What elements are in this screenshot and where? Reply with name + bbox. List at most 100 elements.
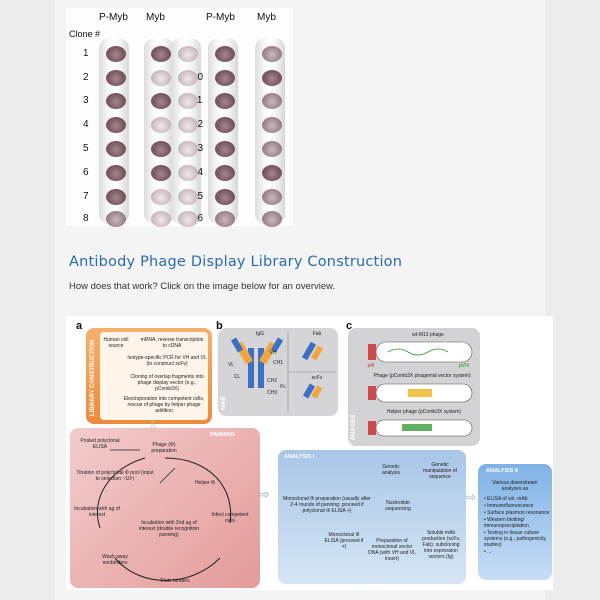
fc-label: Fc (280, 384, 286, 390)
phagemid-label: Phage (pComb3X phagemid vector system) (373, 373, 471, 379)
mab-box: MAB IgG Fab scFv VL CL VH CH1 CH2 CH3 Fc (218, 328, 338, 416)
genetic-analysis-text: Genetic analysis (381, 464, 401, 476)
clone-label: Clone # (69, 29, 101, 39)
helper-text: Helper Φ (194, 480, 216, 486)
monoclonal-prep-text: Monoclonal Φ preparation (usually after … (283, 496, 371, 514)
elisa-plate-image: P-Myb Myb P-Myb Myb Clone # 192103114125… (66, 8, 293, 227)
plate-well (106, 189, 126, 205)
plate-well (106, 70, 126, 86)
plate-well (262, 117, 282, 133)
analysis-two-label: ANALYSIS II (486, 468, 518, 474)
plate-well (106, 93, 126, 109)
phages-box: PHAGES wt-M13 phage pIII pVIII Phage (pC… (348, 328, 480, 446)
analysis-list-item: • Testing in tissue culture systems (e.g… (484, 530, 546, 548)
column-header: P-Myb (99, 12, 128, 23)
fab-label: Fab (312, 331, 322, 337)
library-inner-panel (100, 332, 208, 420)
vh-label: VH (269, 350, 277, 356)
plate-well (151, 117, 171, 133)
phage-display-overview-figure[interactable]: a b c LIBRARY CONSTRUCTION Human cell so… (66, 316, 553, 590)
mrna-text: mRNA, reverse transcription to cDNA (140, 337, 204, 349)
right-arrow-icon: ⇨ (466, 490, 477, 504)
panel-letter-b: b (216, 320, 223, 332)
plate-well (106, 141, 126, 157)
row-number: 3 (83, 95, 89, 106)
section-subtitle: How does that work? Click on the image b… (69, 281, 336, 292)
plate-well (215, 141, 235, 157)
plate-well (106, 211, 126, 227)
plate-well (178, 117, 198, 133)
human-cell-text: Human cell source (103, 337, 129, 349)
wt-phage-label: wt-M13 phage (412, 332, 444, 338)
plate-well (215, 189, 235, 205)
plate-well (151, 189, 171, 205)
analysis-list-item: • ... (484, 549, 492, 555)
column-header: Myb (146, 12, 165, 23)
vector-dna-text: Preparation of monoclonal vector DNA (wi… (368, 538, 416, 562)
analysis-one-label: ANALYSIS I (284, 454, 315, 460)
monoclonal-elisa-text: Monoclonal Φ ELISA (proceed if +) (324, 532, 364, 550)
plate-well (178, 70, 198, 86)
phage-prep-text: Phage (Φ) preparation (151, 442, 177, 454)
titration-text: Titration of polyclonal Φ pool (input to… (76, 470, 154, 482)
electroporation-text: Electroporation into competent cells, re… (123, 396, 205, 414)
plate-well (262, 93, 282, 109)
library-label: LIBRARY CONSTRUCTION (90, 339, 96, 416)
plate-well (215, 117, 235, 133)
plate-well (178, 46, 198, 62)
plate-well (151, 211, 171, 227)
plate-well (151, 141, 171, 157)
panel-letter-a: a (76, 320, 83, 332)
row-number: 2 (83, 72, 89, 83)
helper-phage-label: Helper phage (pComb3X system) (386, 409, 462, 415)
analysis-list-item: • ELISA of sol. mAb (484, 496, 528, 502)
analysis-list-item: • Immunofluorescence (484, 503, 534, 509)
plate-well (106, 165, 126, 181)
piii-label: pIII (367, 363, 375, 369)
incubation-second-text: Incubation with 2nd ag of interest (doub… (138, 520, 200, 538)
phage-diagram-icon (368, 341, 473, 437)
plate-well (215, 46, 235, 62)
analysis-two-intro: Various downstream analyses as (492, 480, 538, 492)
plate-well (151, 165, 171, 181)
infect-cells-text: Infect competent cells (211, 512, 249, 524)
analysis-one-box: ANALYSIS I Monoclonal Φ preparation (usu… (278, 450, 466, 584)
row-number: 5 (83, 143, 89, 154)
ch3-label: CH3 (266, 390, 277, 396)
plate-well (178, 165, 198, 181)
igg-label: IgG (255, 331, 265, 337)
plate-well (262, 46, 282, 62)
plate-well (215, 70, 235, 86)
plate-well (151, 70, 171, 86)
row-number: 4 (83, 119, 89, 130)
genetic-manipulation-text: Genetic manipulation of sequence (423, 462, 457, 480)
panning-label: PANNING (210, 432, 235, 438)
plate-well (262, 189, 282, 205)
plate-well (178, 93, 198, 109)
down-arrow-icon: ⇩ (148, 419, 159, 433)
pooled-elisa-text: Pooled polyclonal ELISA (80, 438, 120, 450)
analysis-list-item: • Surface plasmon resonance (484, 510, 550, 516)
soluble-mab-text: Soluble mAb production (scFv, Fab); subc… (422, 530, 460, 560)
pviii-label: pVIII (458, 363, 470, 369)
ch2-label: CH2 (266, 378, 277, 384)
incubation-text: Incubation with ag of interest (74, 506, 120, 518)
panning-box: PANNING Pooled polyclonal ELISA Phage (Φ… (70, 428, 260, 588)
cloning-text: Cloning of overlap fragments into phage … (130, 374, 204, 392)
plate-well (262, 211, 282, 227)
plate-well (178, 141, 198, 157)
panel-letter-c: c (346, 320, 353, 332)
plate-well (106, 46, 126, 62)
plate-well (262, 141, 282, 157)
right-arrow-icon: ⇨ (258, 486, 270, 502)
plate-well (215, 165, 235, 181)
row-number: 6 (83, 167, 89, 178)
cl-label: CL (233, 374, 241, 380)
wash-text: Wash away nonbinders (102, 554, 128, 566)
column-header: Myb (257, 12, 276, 23)
panning-cycle-arrows-icon (96, 449, 232, 581)
plate-well (178, 211, 198, 227)
sequencing-text: Nucleotide sequencing (385, 500, 411, 512)
analysis-list-item: • Western blotting/ immunoprecipitation (484, 517, 529, 529)
row-number: 8 (83, 213, 89, 224)
